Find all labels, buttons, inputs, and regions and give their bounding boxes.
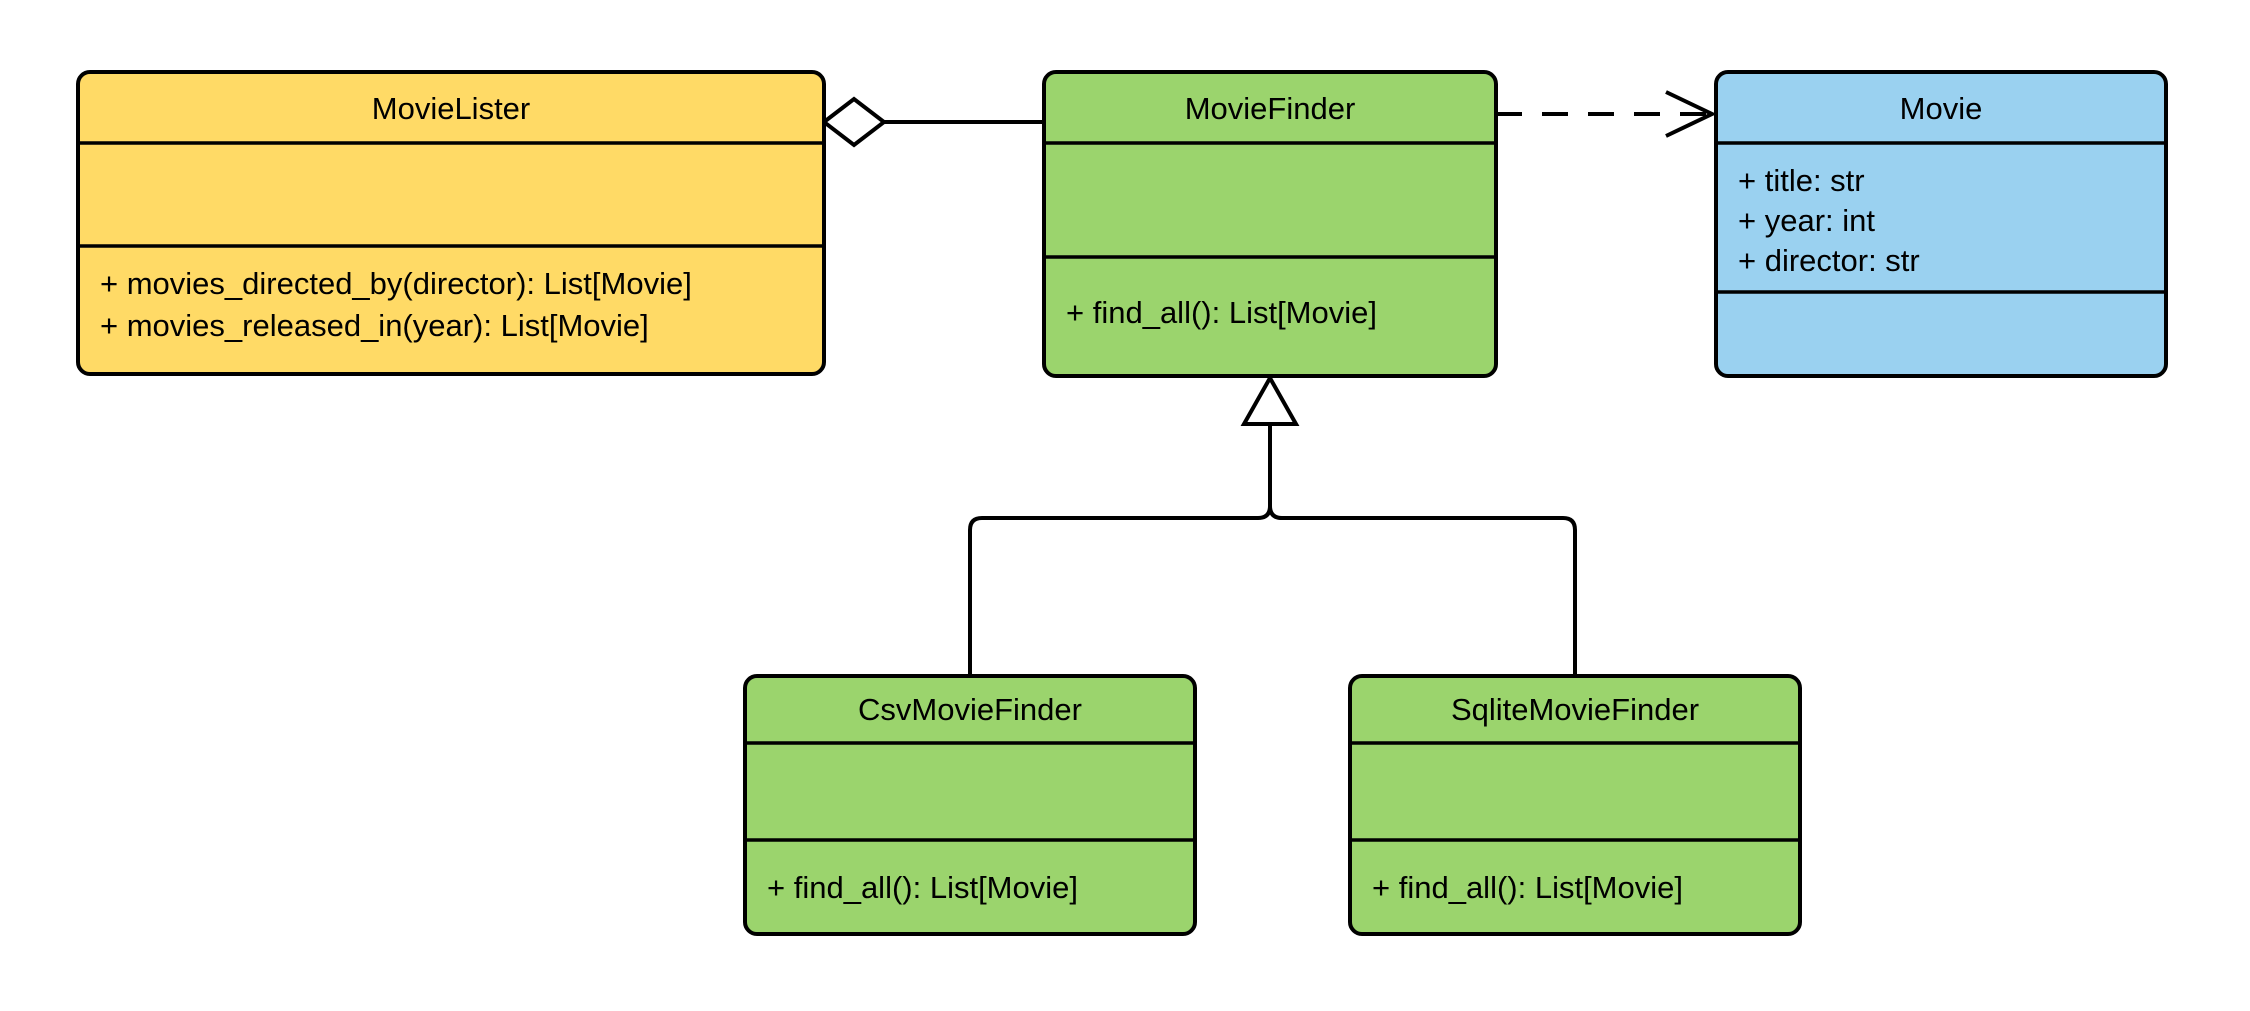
- generalization-edge-sqlite[interactable]: [1268, 424, 1577, 676]
- method-label: + movies_released_in(year): List[Movie]: [100, 308, 649, 343]
- attribute-label: + year: int: [1738, 203, 1875, 238]
- class-box-csvmoviefinder[interactable]: [743, 674, 1197, 936]
- class-title-movielister: MovieLister: [372, 91, 531, 126]
- dependency-edge[interactable]: [1496, 90, 1717, 138]
- class-node-moviefinder[interactable]: MovieFinder + find_all(): List[Movie]: [1042, 70, 1498, 378]
- generalization-triangle[interactable]: [1240, 373, 1300, 426]
- class-box-sqlitemoviefinder[interactable]: [1348, 674, 1802, 936]
- generalization-line-csv[interactable]: [968, 424, 1272, 676]
- attribute-label: + director: str: [1738, 243, 1920, 278]
- class-title-moviefinder: MovieFinder: [1185, 91, 1356, 126]
- class-box-movielister[interactable]: [76, 70, 826, 376]
- method-label: + find_all(): List[Movie]: [767, 870, 1078, 905]
- class-title-sqlitemoviefinder: SqliteMovieFinder: [1451, 692, 1699, 727]
- attribute-label: + title: str: [1738, 163, 1865, 198]
- class-box-movie[interactable]: [1714, 70, 2168, 378]
- class-box-moviefinder[interactable]: [1042, 70, 1498, 378]
- class-node-csvmoviefinder[interactable]: CsvMovieFinder + find_all(): List[Movie]: [743, 674, 1197, 936]
- method-label: + find_all(): List[Movie]: [1066, 295, 1377, 330]
- class-title-movie: Movie: [1900, 91, 1983, 126]
- class-node-movie[interactable]: Movie + title: str + year: int + directo…: [1714, 70, 2168, 378]
- generalization-edge-csv[interactable]: [968, 424, 1272, 676]
- aggregation-edge[interactable]: [820, 96, 1044, 148]
- method-label: + movies_directed_by(director): List[Mov…: [100, 266, 692, 301]
- method-label: + find_all(): List[Movie]: [1372, 870, 1683, 905]
- class-node-sqlitemoviefinder[interactable]: SqliteMovieFinder + find_all(): List[Mov…: [1348, 674, 1802, 936]
- class-node-movielister[interactable]: MovieLister + movies_directed_by(directo…: [76, 70, 826, 376]
- class-title-csvmoviefinder: CsvMovieFinder: [858, 692, 1082, 727]
- aggregation-diamond[interactable]: [820, 96, 888, 148]
- generalization-line-sqlite[interactable]: [1268, 424, 1577, 676]
- dependency-arrowhead[interactable]: [1665, 90, 1717, 138]
